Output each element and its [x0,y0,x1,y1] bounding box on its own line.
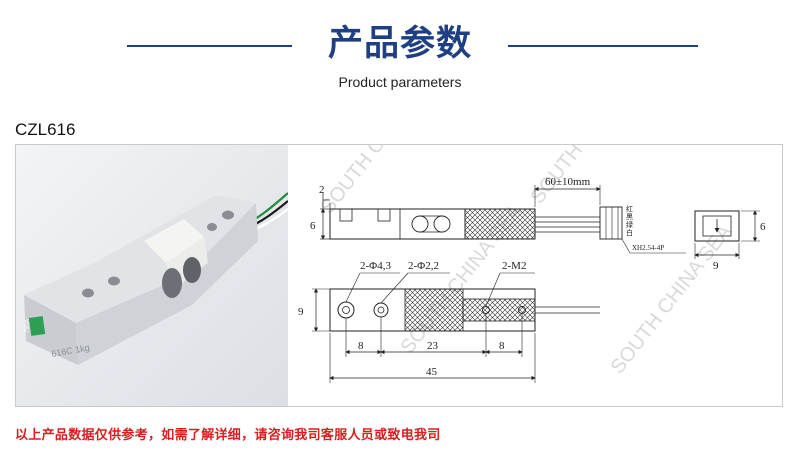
photo-sticker-text: 780A [25,319,31,333]
connector-label: XH2.54-4P [632,244,664,252]
dim-top-offset: 2 [319,184,325,196]
technical-drawing: SOUTH CHINA SEA SOUTH CHINA SEA SOUTH CH… [290,50,782,406]
watermark-4: SOUTH CHINA SEA [607,220,737,378]
slot-hole-1 [162,268,182,298]
side-view [320,185,686,254]
dim-seg-1: 8 [358,340,364,352]
dim-holes-small: 2-Φ2,2 [408,260,439,272]
mount-hole-3 [222,210,234,220]
dim-section-width: 9 [713,260,719,272]
wire-green-label: 绿 [626,220,633,229]
slot-hole-2 [183,257,201,283]
dim-seg-3: 8 [499,340,505,352]
section-view [694,210,760,259]
sticker [28,316,46,336]
dim-total-length: 45 [426,366,438,378]
dim-thread: 2-M2 [502,260,526,272]
wire-red-label: 红 [626,204,633,213]
model-label: CZL616 [15,120,76,139]
wire-white-label: 白 [626,228,633,237]
title-rule-right [508,45,698,47]
mount-hole-1 [82,288,94,298]
gauge-cover [144,219,204,263]
bar-top-face [24,195,256,323]
mount-hole-4 [207,223,217,231]
dim-seg-2: 23 [427,340,439,352]
disclaimer-note: 以上产品数据仅供参考，如需了解详细，请咨询我司客服人员或致电我司 [15,428,441,443]
dim-plan-width: 9 [298,306,304,318]
dim-side-height: 6 [310,220,316,232]
mount-hole-2 [108,276,120,286]
load-cell-illustration: 616C 1kg 780A [24,192,289,365]
page-subtitle: Product parameters [338,74,462,90]
page-title: 产品参数 [327,24,472,64]
bar-end-face [24,295,78,365]
title-rule-left [127,45,292,47]
product-photo: 616C 1kg 780A [16,145,289,406]
wire-black-label: 黑 [626,213,633,221]
dim-holes-large: 2-Φ4,3 [360,260,391,272]
drawing-svg: SOUTH CHINA SEA SOUTH CHINA SEA SOUTH CH… [298,50,766,383]
dim-cable-length: 60±10mm [545,176,591,188]
plan-view [312,272,600,383]
watermark-1: SOUTH CHINA SEA [317,145,447,218]
dim-section-height: 6 [760,221,766,233]
